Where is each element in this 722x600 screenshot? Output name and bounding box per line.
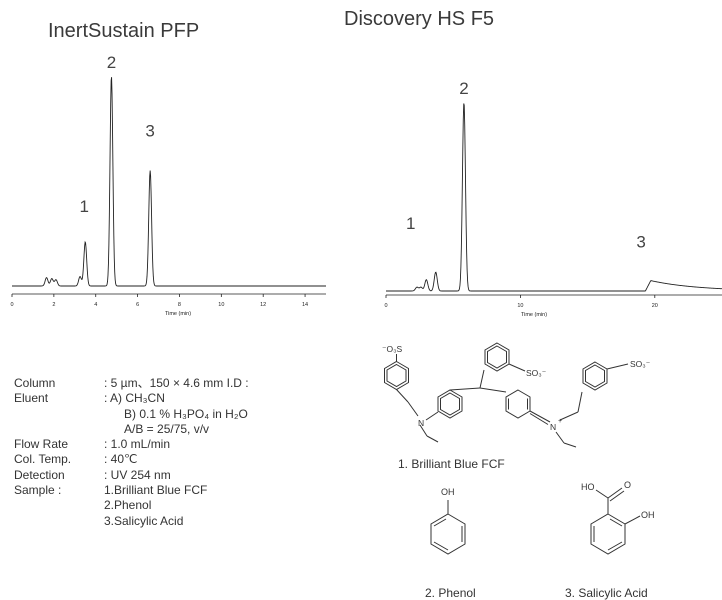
carbonyl-oxygen-label: O [624,480,631,490]
double-bond [609,518,623,527]
ring-left-aminophenyl-inner [440,392,460,416]
salicylic-acid-structure: HO O OH [581,480,655,555]
ring-top-sulfophenyl-inner [487,345,507,369]
ring-salicylic [590,513,626,555]
ring-right-quinoid [505,389,531,419]
condition-label: Flow Rate [14,437,69,452]
chart1-tick-label: 8 [178,302,181,308]
chart2-peak-label: 3 [636,233,645,252]
brilliant-blue-structure: ⁻O₃S SO₃⁻ SO₃⁻ N N + [382,342,651,448]
condition-value: : 5 µm、150 × 4.6 mm I.D : [104,376,249,390]
bond [425,411,439,421]
condition-value: 2.Phenol [104,498,152,513]
bond [426,435,439,443]
compound-name-1: 1. Brilliant Blue FCF [398,457,505,471]
chart2-peak-label: 1 [406,214,415,233]
chart1-tick-label: 12 [260,302,266,308]
condition-value: : A) CH₃CN [104,391,165,406]
bond [508,363,526,372]
bond [559,411,579,421]
hydroxyl-label: OH [441,487,455,497]
chart2-peak-label: 2 [459,79,468,98]
charge-label: + [558,418,562,425]
ring-left-sulfophenyl-inner [386,363,407,388]
bond [624,515,641,525]
double-bond [433,518,447,527]
bond [419,424,428,437]
ring-left-sulfophenyl [384,360,409,391]
chart1-title: InertSustain PFP [48,20,200,42]
bond [449,387,481,391]
chart2-x-axis-label: Time (min) [521,312,547,318]
condition-label: Eluent [14,391,49,406]
sulfonate-label: SO₃⁻ [630,359,651,369]
ring-right-sulfophenyl-inner [585,364,605,388]
chart1-tick-label: 4 [94,302,97,308]
chart1-tick-label: 10 [218,302,224,308]
bond [595,489,609,499]
bond [607,487,623,499]
ring-phenol [430,513,466,555]
condition-label: Sample : [14,483,62,498]
ring-right-sulfophenyl [582,361,608,391]
chart1-tick-label: 0 [10,302,13,308]
chart2-trace [386,103,722,292]
condition-value: 1.Brilliant Blue FCF [104,483,208,498]
chart2-tick-label: 20 [652,303,658,309]
nitrogen-label: N [418,418,424,428]
chart1-tick-label: 14 [302,302,308,308]
double-bond [609,490,625,502]
chart1-peak-label: 1 [80,197,89,216]
chart1-trace [12,77,326,287]
bond [407,401,419,417]
compound-name-2: 2. Phenol [425,586,476,600]
phenol-structure: OH [430,487,466,555]
condition-value: : 40℃ [104,452,138,467]
bond [396,389,409,403]
compound-name-3: 3. Salicylic Acid [565,586,648,600]
double-bond [529,413,549,425]
ring-left-aminophenyl [437,389,463,419]
sulfonate-label: ⁻O₃S [382,344,403,354]
condition-value: A/B = 25/75, v/v [124,421,210,436]
condition-label: Col. Temp. [14,452,72,467]
sulfonate-label: SO₃⁻ [526,368,547,378]
chart1-x-axis-label: Time (min) [165,311,191,317]
bond [479,369,485,389]
bond [577,391,583,413]
bond [555,431,565,444]
chart2-tick-label: 0 [384,303,387,309]
condition-value: 3.Salicylic Acid [104,513,184,528]
double-bond [433,541,449,551]
bond [563,442,577,448]
chart1-peak-label: 3 [145,122,154,141]
chart1-peak-label: 2 [107,53,116,72]
chart1-tick-label: 6 [136,302,139,308]
chart2-title: Discovery HS F5 [344,8,495,30]
condition-value: : 1.0 mL/min [104,437,171,452]
condition-value: B) 0.1 % H₃PO₄ in H₂O [124,406,248,421]
condition-label: Column [14,376,56,390]
bond [479,387,507,393]
hydroxyl-label: OH [641,510,655,520]
bond [529,410,551,423]
condition-value: : UV 254 nm [104,467,171,482]
hydroxyl-label: HO [581,482,595,492]
double-bond [607,541,623,551]
chart1-tick-label: 2 [52,302,55,308]
ring-top-sulfophenyl [484,342,510,372]
chart2-tick-label: 10 [517,303,523,309]
condition-label: Detection [14,467,65,482]
nitrogen-label: N [550,422,556,432]
bond [606,363,629,370]
